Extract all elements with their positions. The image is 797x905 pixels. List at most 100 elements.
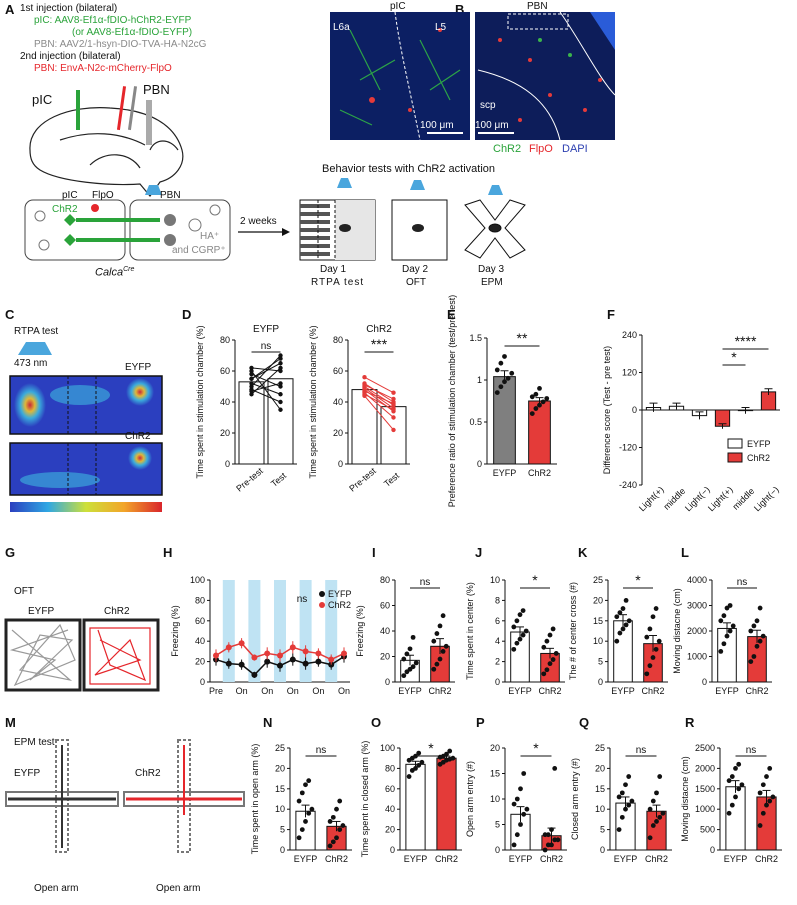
chart-d-right-bar (380, 406, 407, 465)
chart-d-right-point (391, 407, 396, 412)
chart-e-point (533, 391, 539, 397)
circuit-label-ha: HA⁺ (200, 231, 220, 242)
chart-d-left-x-label: Test (269, 470, 288, 489)
rtpa-heatmap-eyfp (9, 375, 163, 435)
chart-r-y-axis-label: Moving distacne (cm) (680, 756, 690, 842)
injection-needle-pbn-1 (116, 86, 127, 131)
chart-d-right-x-label: Pre-test (347, 465, 378, 493)
panel-letter-k: K (578, 545, 588, 560)
chart-h-x-label: On (338, 686, 350, 696)
chart-p-sig-label: * (533, 740, 539, 756)
chart-q-point (660, 810, 666, 816)
chart-d-left-point (249, 392, 254, 397)
chart-h-y-tick-label: 80 (195, 595, 205, 605)
day3-label: Day 3 (478, 264, 505, 275)
chart-r-y-tick-label: 2000 (695, 763, 715, 773)
chart-i-point (434, 661, 440, 667)
chart-l-point (757, 638, 763, 644)
chart-j-point (544, 667, 550, 673)
chart-d-right-pair-line (364, 390, 394, 405)
chart-l-point (748, 628, 754, 634)
chart-o-y-axis-label: Time spent in closed arm (%) (360, 741, 370, 858)
chart-n-point (303, 782, 308, 788)
calca-text: Calca (95, 266, 124, 279)
chart-d-left-point (278, 353, 283, 358)
chart-p-y-tick-label: 15 (490, 769, 500, 779)
epm-label-eyfp: EYFP (14, 768, 41, 779)
chart-d-left-point (249, 381, 254, 386)
chart-n-point (327, 819, 333, 824)
chart-d-right-y-tick-label: 60 (333, 366, 343, 376)
panel-letter-b: B (455, 2, 465, 17)
chart-e-bar (528, 400, 551, 465)
chart-p-y-tick-label: 5 (495, 820, 500, 830)
chart-j-y-tick-label: 8 (495, 595, 500, 605)
day2-test-label: OFT (406, 277, 426, 288)
panel-letter-r: R (685, 715, 695, 730)
laser-cone-c (18, 342, 52, 355)
chart-f-legend-swatch (727, 452, 743, 463)
chart-p-point (542, 847, 548, 853)
chart-i-point (401, 673, 407, 679)
chart-f-y-axis-label: Difference score (Test - pre test) (602, 346, 612, 474)
chart-n-y-tick-label: 25 (275, 743, 285, 753)
chart-p-point (518, 822, 523, 827)
chart-d-left-point (278, 407, 283, 412)
chart-d-right-pair-line (364, 376, 394, 394)
chart-n-point (309, 806, 315, 812)
chart-d-right-point (391, 401, 396, 406)
chart-l-y-tick-label: 3000 (687, 601, 707, 611)
chart-d-right-y-axis-label: Time spent in stimulation chamber (%) (308, 325, 318, 478)
chart-k-y-tick-label: 10 (593, 636, 603, 646)
chart-h-point (251, 671, 258, 678)
chart-f-x-label: Light(+) (637, 484, 666, 513)
chart-q-point (619, 790, 625, 796)
calca-label: CalcaCre (95, 266, 134, 279)
chart-k-y-axis-label: The # of center cross (#) (568, 582, 578, 680)
legend-flpo: FlpO (529, 143, 553, 155)
chart-i-point (440, 613, 446, 619)
chart-n-point (299, 827, 305, 832)
chart-d-right-bar (351, 389, 378, 465)
chart-e-point (494, 367, 500, 373)
chart-e-point (498, 384, 504, 390)
chart-d-left-pair-line (251, 370, 281, 411)
chart-h-point (213, 652, 219, 659)
panel-letter-i: I (372, 545, 376, 560)
panel-letter-j: J (475, 545, 483, 560)
chart-n-point (327, 843, 333, 849)
chart-r-point (757, 790, 763, 796)
chart-k-point (620, 606, 626, 611)
chart-k-point (614, 638, 620, 644)
chart-i-point (410, 634, 416, 640)
panel-letter-p: P (476, 715, 485, 730)
chart-o-y-tick-label: 0 (390, 845, 395, 855)
chart-h-point (328, 656, 335, 663)
chart-n-point (330, 839, 336, 845)
panel-letter-q: Q (579, 715, 590, 730)
chart-d-left-y-tick-label: 80 (220, 335, 230, 345)
laser-wavelength: 473 nm (14, 358, 48, 369)
chart-d-right-point (362, 388, 367, 394)
chart-q-point (619, 814, 625, 820)
chart-j-point (517, 636, 523, 642)
day2-label: Day 2 (402, 264, 429, 275)
chart-i-y-tick-label: 0 (385, 677, 390, 687)
chart-j-point (550, 657, 556, 662)
chart-h-light-on-band (248, 580, 261, 682)
chart-h-x-label: On (236, 686, 248, 696)
injection-line-4: PBN: AAV2/1-hsyn-DIO-TVA-HA-N2cG (34, 39, 207, 50)
chart-n-point (306, 778, 312, 784)
chart-d-left-point (278, 384, 283, 389)
chart-j-point (550, 626, 556, 632)
chart-d-left-point (278, 356, 283, 361)
chart-n-y-axis-label: Time spent in open arm (%) (250, 744, 260, 855)
chart-j-y-axis-label: Time spent in center (%) (465, 582, 475, 680)
chart-d-left-y-tick-label: 40 (220, 397, 230, 407)
chart-e-x-label: EYFP (493, 468, 517, 478)
micrograph-pbn (475, 11, 616, 141)
chart-d-right-y-tick-label: 20 (333, 428, 343, 438)
chart-p-y-axis-label: Open arm entry (#) (465, 761, 475, 837)
chart-i-point (437, 623, 443, 629)
